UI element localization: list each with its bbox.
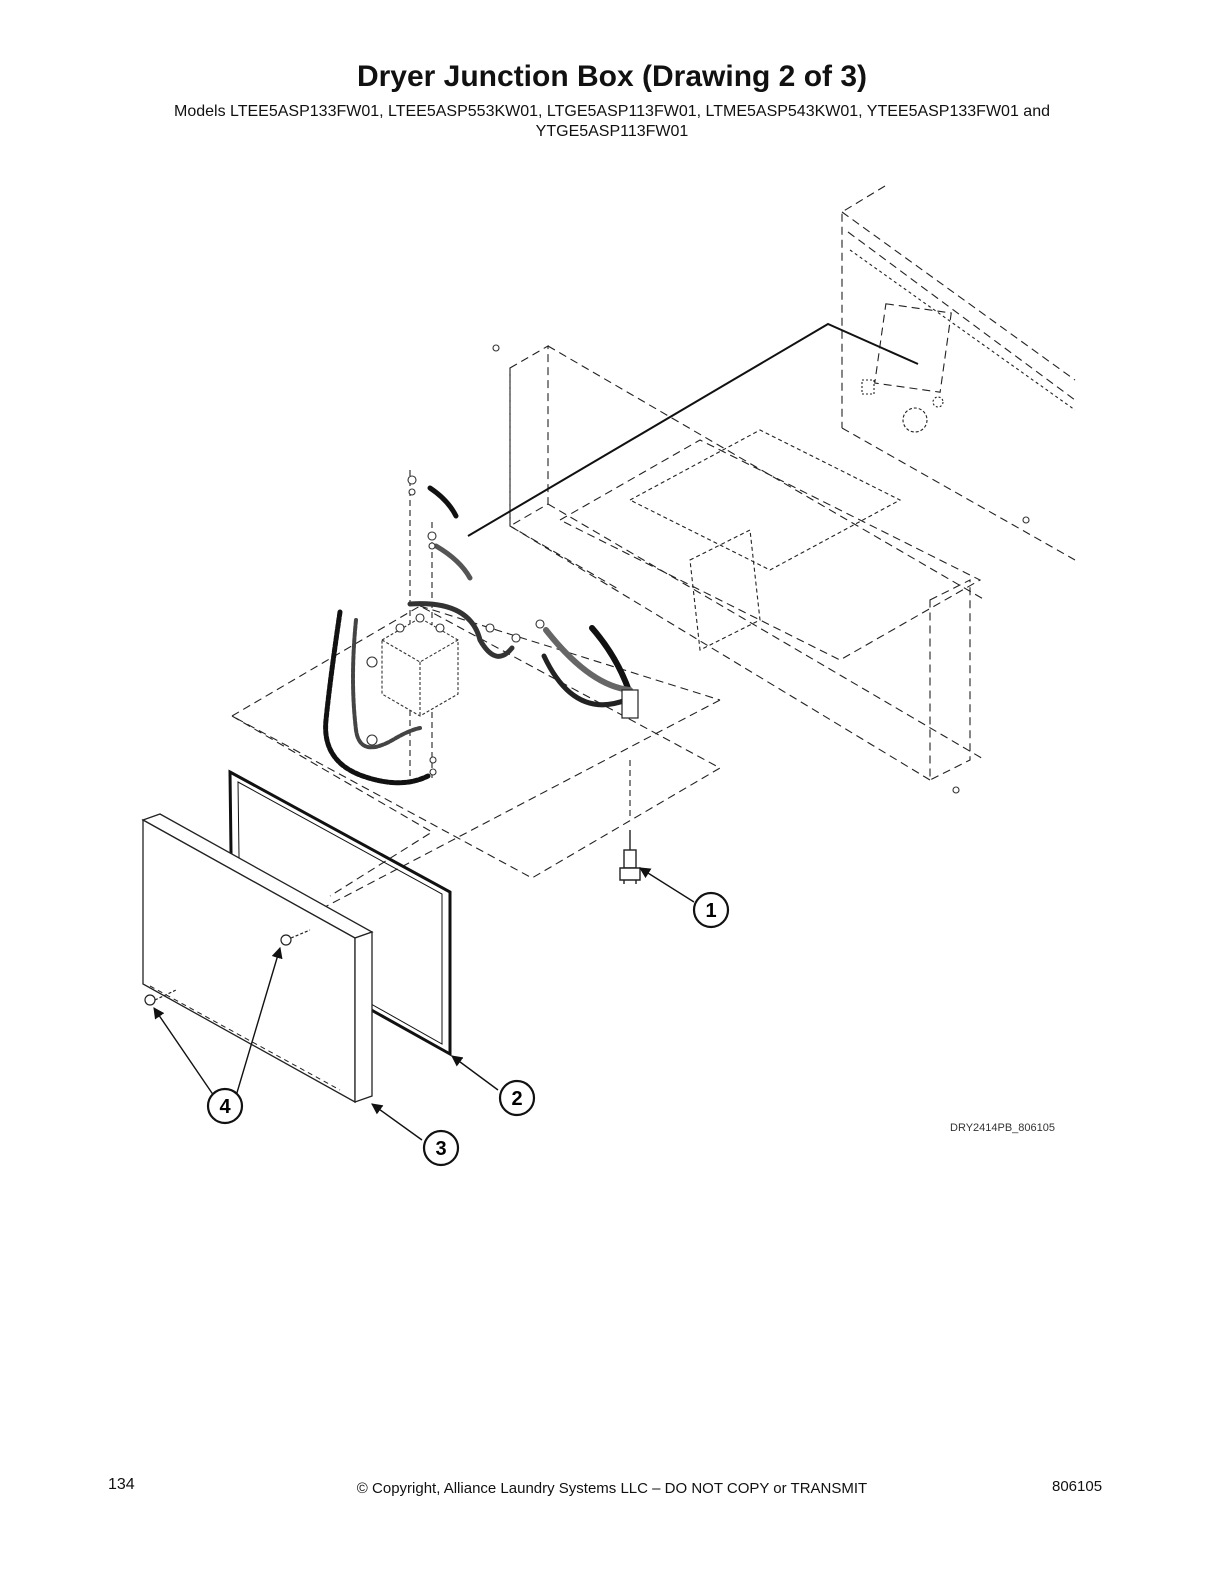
doc-number: 806105	[1052, 1478, 1103, 1495]
terminal-block	[381, 613, 459, 717]
ground-wire-grey	[433, 543, 473, 581]
callout-1: 1	[692, 891, 730, 929]
callout-4: 4	[206, 1087, 244, 1125]
callout-1-leader	[639, 867, 695, 903]
callout-4-leader-b	[235, 946, 283, 1097]
ground-wire-black	[427, 485, 459, 519]
callout-markers: 1 2 3 4	[206, 891, 730, 1167]
models-line-1: Models LTEE5ASP133FW01, LTEE5ASP553KW01,…	[174, 103, 1050, 120]
callout-label: 2	[511, 1088, 522, 1110]
models-line-2: YTGE5ASP113FW01	[535, 123, 689, 140]
junction-box-base	[230, 605, 722, 879]
braided-wire-right	[351, 618, 422, 750]
power-wire-top	[407, 601, 515, 659]
callout-3-leader	[371, 1103, 423, 1141]
braided-wire-left	[323, 609, 431, 786]
connection-leader	[467, 322, 919, 537]
callout-2: 2	[498, 1079, 536, 1117]
callout-circle	[422, 1129, 460, 1167]
callout-label: 4	[219, 1096, 231, 1118]
callout-3: 3	[422, 1129, 460, 1167]
callout-circle	[692, 891, 730, 929]
callout-label: 3	[435, 1138, 446, 1160]
callout-circle	[498, 1079, 536, 1117]
cord-strain-relief	[621, 689, 639, 719]
callout-4-leader-a	[153, 1007, 215, 1097]
copyright-notice: © Copyright, Alliance Laundry Systems LL…	[356, 1480, 868, 1497]
callout-label: 1	[705, 900, 716, 922]
cover-screws	[144, 929, 311, 1006]
callout-circle	[206, 1087, 244, 1125]
dryer-cabinet-outline	[841, 185, 1076, 561]
page-title: Dryer Junction Box (Drawing 2 of 3)	[356, 60, 868, 93]
cord-wire-grey	[543, 627, 633, 693]
drawing-id: DRY2414PB_806105	[950, 1122, 1055, 1134]
models-subtitle: Models LTEE5ASP133FW01, LTEE5ASP553KW01,…	[80, 102, 1144, 142]
cord-wire-dark	[541, 653, 629, 708]
page-number: 134	[108, 1476, 135, 1493]
mounting-plate-outline	[558, 439, 982, 661]
power-cord-plug	[619, 830, 641, 884]
callout-2-leader	[451, 1055, 499, 1091]
junction-box-cover	[141, 813, 374, 1104]
